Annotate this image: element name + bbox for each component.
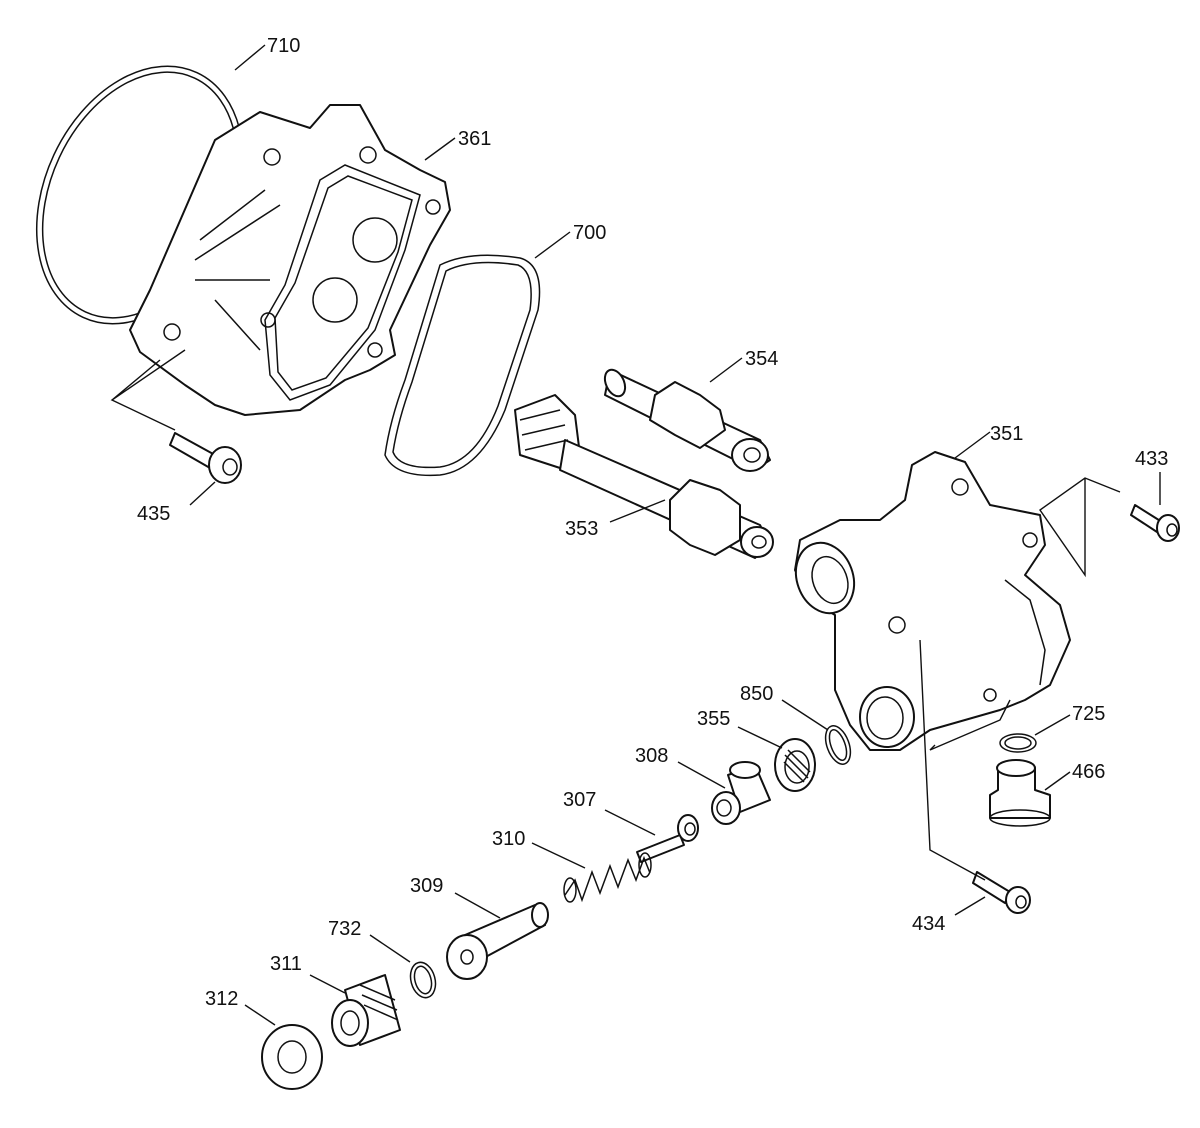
label-354: 354 <box>745 348 778 370</box>
o-ring-725 <box>999 733 1037 753</box>
label-312: 312 <box>205 988 238 1010</box>
pump-body-351 <box>794 451 1071 751</box>
part-labels: 710 361 700 354 351 433 435 353 850 355 … <box>137 35 1168 1010</box>
label-710: 710 <box>267 35 300 57</box>
plug-311 <box>331 974 401 1047</box>
label-433: 433 <box>1135 448 1168 470</box>
sleeve-308 <box>711 761 771 825</box>
pin-307 <box>636 814 699 863</box>
label-307: 307 <box>563 789 596 811</box>
bolt-435 <box>169 432 242 484</box>
label-434: 434 <box>912 913 945 935</box>
label-309: 309 <box>410 875 443 897</box>
leader-lines <box>110 44 1161 1026</box>
label-850: 850 <box>740 683 773 705</box>
spring-310 <box>563 852 652 903</box>
label-351: 351 <box>990 423 1023 445</box>
gasket-700 <box>384 254 541 477</box>
label-308: 308 <box>635 745 668 767</box>
gear-shaft-353 <box>514 394 774 559</box>
label-361: 361 <box>458 128 491 150</box>
label-310: 310 <box>492 828 525 850</box>
plug-466 <box>989 759 1051 827</box>
label-353: 353 <box>565 518 598 540</box>
label-732: 732 <box>328 918 361 940</box>
bolt-433 <box>1130 504 1180 542</box>
label-355: 355 <box>697 708 730 730</box>
pump-cover-361 <box>129 104 451 416</box>
label-700: 700 <box>573 222 606 244</box>
piston-309 <box>446 902 549 980</box>
o-ring-732 <box>409 961 437 999</box>
label-466: 466 <box>1072 761 1105 783</box>
label-435: 435 <box>137 503 170 525</box>
bolt-434 <box>972 871 1031 914</box>
label-725: 725 <box>1072 703 1105 725</box>
snap-ring-850 <box>824 725 852 765</box>
label-311: 311 <box>270 953 302 975</box>
bearing-355 <box>774 738 816 792</box>
gear-shaft-354 <box>603 368 771 472</box>
cap-312 <box>261 1024 323 1090</box>
